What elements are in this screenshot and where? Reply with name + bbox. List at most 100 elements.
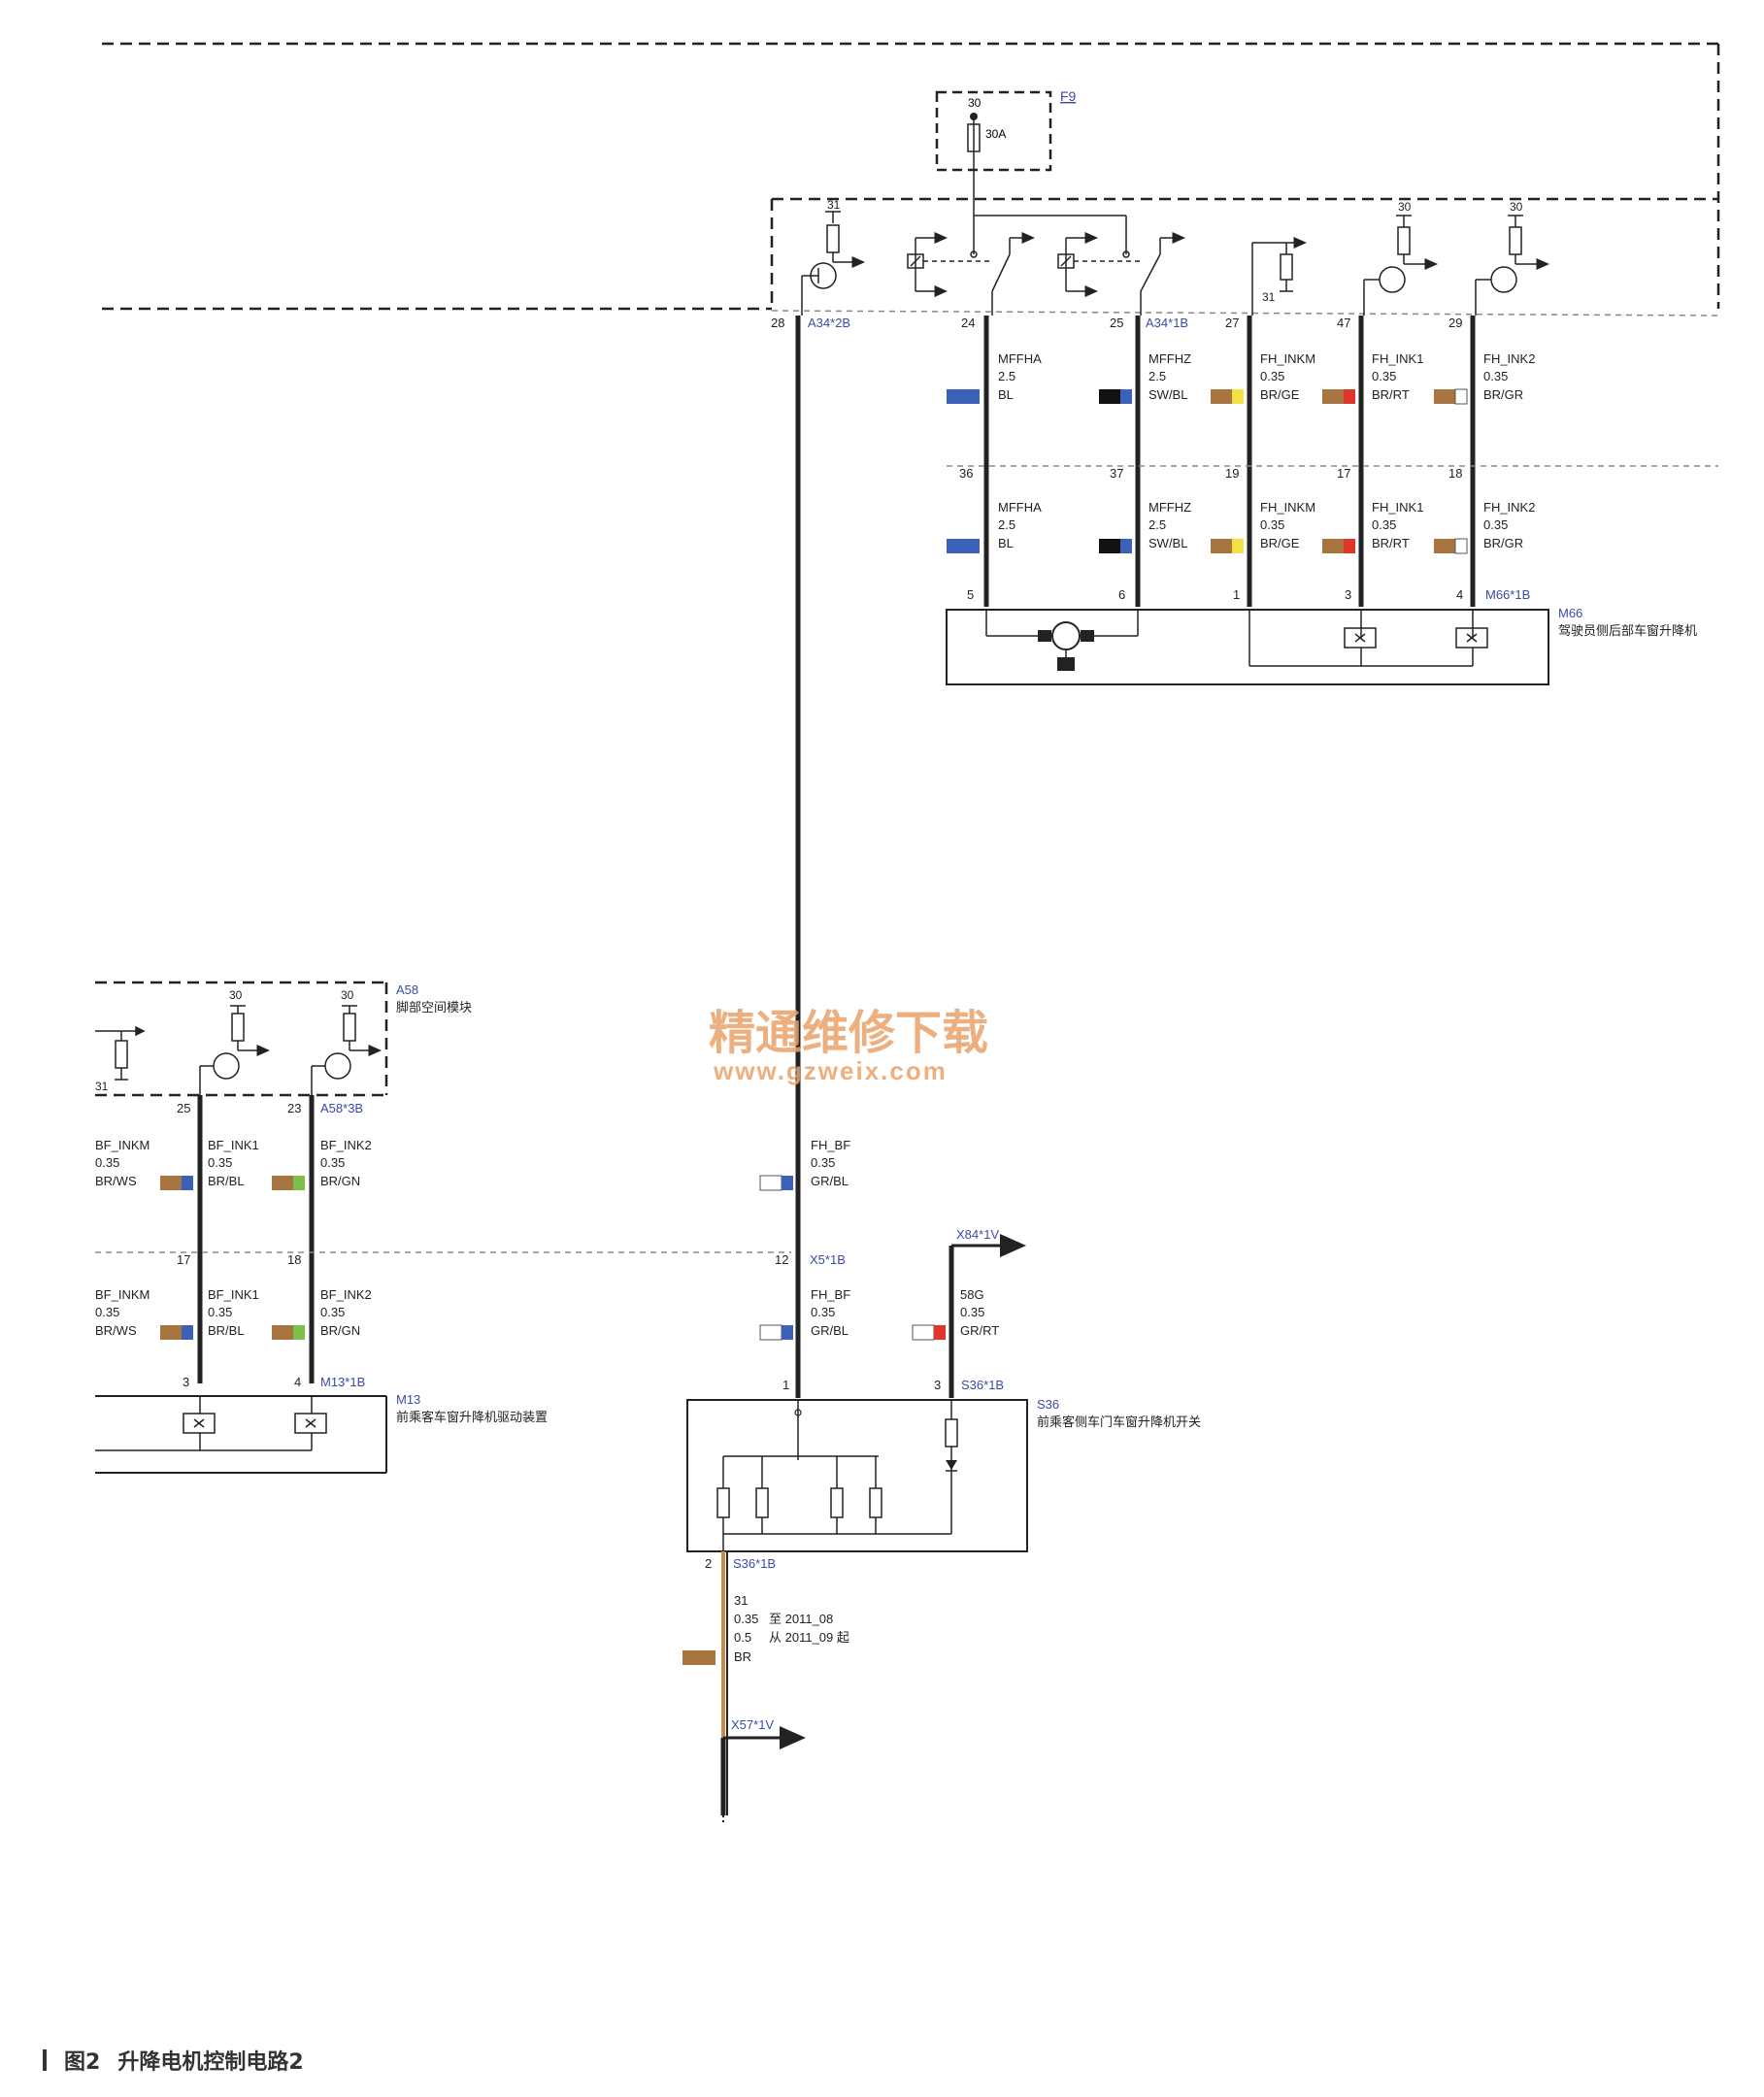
wire-fh-bf-color-2: GR/BL (811, 1323, 849, 1338)
wire-mffhz-name-2: MFFHZ (1148, 500, 1191, 515)
pin-27: 27 (1225, 316, 1239, 330)
x5-pin-18: 18 (287, 1252, 301, 1267)
wire-bf-ink2-size: 0.35 (320, 1155, 345, 1170)
wire-31-note1: 至 2011_08 (769, 1612, 833, 1626)
a58-pin-23: 23 (287, 1101, 301, 1115)
resistor-icon (1280, 253, 1293, 281)
connector-a58-3b: A58*3B (320, 1101, 363, 1115)
watermark-line1: 精通维修下载 (709, 1008, 988, 1059)
wire-bf-inkm-size: 0.35 (95, 1155, 119, 1170)
resistor-icon (231, 1013, 245, 1042)
m13-desc: 前乘客车窗升降机驱动装置 (396, 1410, 548, 1424)
wire-bf-inkm-color: BR/WS (95, 1174, 137, 1188)
pin-47: 47 (1337, 316, 1350, 330)
resistor-icon (115, 1040, 128, 1069)
wire-fh-ink2-name: FH_INK2 (1483, 351, 1535, 366)
wire-fh-bf-name: FH_BF (811, 1138, 850, 1152)
swatch-gr-rt (934, 1325, 946, 1340)
sensor-icon (294, 1413, 327, 1434)
hall-sensor-icon (1057, 657, 1075, 671)
figure-title: 升降电机控制电路2 (117, 2050, 304, 2075)
m66-pin-5: 5 (967, 587, 974, 602)
wire-bf-inkm-color-2: BR/WS (95, 1323, 137, 1338)
motor-icon (1051, 621, 1081, 650)
wire-mffha-size-2: 2.5 (998, 517, 1015, 532)
wire-fh-ink1-size-2: 0.35 (1372, 517, 1396, 532)
wire-fh-ink2-color-2: BR/GR (1483, 536, 1523, 550)
fuse-f9: 30 30A F9 (935, 88, 1077, 216)
wire-fh-inkm-size-2: 0.35 (1260, 517, 1284, 532)
resistor-icon (945, 1418, 958, 1448)
s36-pin-1: 1 (782, 1378, 789, 1392)
resistor-icon (830, 1487, 844, 1518)
transistor-icon (213, 1052, 240, 1080)
wire-58g-name: 58G (960, 1287, 984, 1302)
wire-fh-inkm-name: FH_INKM (1260, 351, 1315, 366)
wire-mffhz-name: MFFHZ (1148, 351, 1191, 366)
m66-pin-1: 1 (1233, 587, 1240, 602)
connector-x57: X57*1V (731, 1717, 774, 1732)
pin-37: 37 (1110, 466, 1123, 481)
wire-fh-inkm-name-2: FH_INKM (1260, 500, 1315, 515)
wire-mffha-size: 2.5 (998, 369, 1015, 383)
m13-pin-3: 3 (183, 1375, 189, 1389)
transistor-icon (1490, 266, 1517, 293)
wire-fh-bf-name-2: FH_BF (811, 1287, 850, 1302)
m13-name: M13 (396, 1392, 420, 1407)
wire-bf-ink1-size: 0.35 (208, 1155, 232, 1170)
m66-name: M66 (1558, 606, 1582, 620)
wire-fh-ink1-name-2: FH_INK1 (1372, 500, 1423, 515)
wire-fh-ink2-name-2: FH_INK2 (1483, 500, 1535, 515)
swatch-br-gr (1454, 388, 1468, 405)
module-a34-box (102, 42, 1720, 311)
a34-pin31-label: 31 (827, 198, 841, 212)
wire-bf-inkm-name: BF_INKM (95, 1138, 150, 1152)
sensor-icon (1455, 627, 1488, 649)
wire-31-name: 31 (734, 1593, 748, 1608)
swatch-bl (947, 389, 980, 404)
wire-fh-ink1-color-2: BR/RT (1372, 536, 1410, 550)
wire-bf-ink1-name-2: BF_INK1 (208, 1287, 259, 1302)
connector-s36-1b-top: S36*1B (961, 1378, 1004, 1392)
resistor-icon (716, 1487, 730, 1518)
resistor-icon (1509, 226, 1522, 255)
swatch-br-ge (1232, 389, 1244, 404)
connector-m66-1b: M66*1B (1485, 587, 1530, 602)
wire-fh-bf-color: GR/BL (811, 1174, 849, 1188)
pin-28: 28 (771, 316, 784, 330)
pin-18: 18 (1448, 466, 1462, 481)
wire-58g-size: 0.35 (960, 1305, 984, 1319)
a58-pin31-label: 31 (95, 1080, 109, 1093)
wire-bf-inkm-size-2: 0.35 (95, 1305, 119, 1319)
f9-name-label: F9 (1060, 88, 1077, 104)
swatch-br-ws (182, 1176, 193, 1190)
wire-fh-ink1-size: 0.35 (1372, 369, 1396, 383)
sensor-icon (183, 1413, 216, 1434)
m66-pin-3: 3 (1345, 587, 1351, 602)
connector-m13-1b: M13*1B (320, 1375, 365, 1389)
a58-name: A58 (396, 982, 418, 997)
connector-a34-2b: A34*2B (808, 316, 850, 330)
a58-pin30a-label: 30 (229, 988, 243, 1002)
m13-pin-4: 4 (294, 1375, 301, 1389)
m66-pin-6: 6 (1118, 587, 1125, 602)
wire-31-note2: 从 2011_09 起 (769, 1630, 849, 1645)
figure-caption: 图2 升降电机控制电路2 (43, 2045, 304, 2076)
wire-bf-ink1-color: BR/BL (208, 1174, 245, 1188)
wire-bf-ink2-color: BR/GN (320, 1174, 360, 1188)
pin-36: 36 (959, 466, 973, 481)
transistor-28: 31 (801, 198, 865, 316)
x5-pin-12: 12 (775, 1252, 788, 1267)
wire-bf-ink2-size-2: 0.35 (320, 1305, 345, 1319)
led-icon (946, 1460, 957, 1470)
transistor-29: 30 (1475, 200, 1549, 316)
s36-desc: 前乘客侧车门车窗升降机开关 (1037, 1415, 1201, 1429)
relay-group (907, 215, 1185, 316)
wire-bf-ink1-color-2: BR/BL (208, 1323, 245, 1338)
wire-fh-inkm-color-2: BR/GE (1260, 536, 1300, 550)
a58-pin30b-label: 30 (341, 988, 354, 1002)
module-m13 (95, 1395, 387, 1474)
swatch-sw-bl (1120, 389, 1132, 404)
resistor-icon (869, 1487, 882, 1518)
